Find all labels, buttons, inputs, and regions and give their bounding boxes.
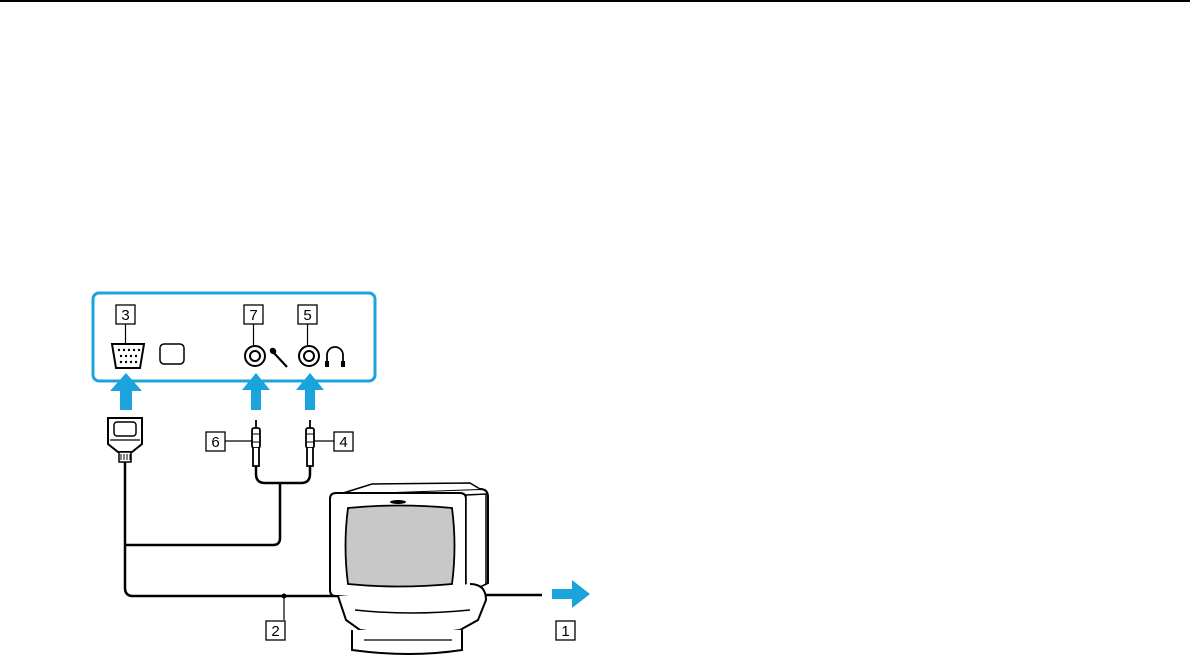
- callout-1: 1: [556, 621, 575, 640]
- arrow-headphone-up: [296, 373, 324, 410]
- microphone-icon: [268, 346, 287, 367]
- svg-text:1: 1: [561, 623, 569, 640]
- headphones-icon: [325, 347, 345, 367]
- callout-7: 7: [244, 305, 263, 324]
- headphone-jack-icon: [299, 346, 319, 366]
- callout-4: 4: [334, 432, 353, 451]
- crt-monitor-icon: [330, 483, 488, 654]
- monitor-symbol-icon: [160, 344, 184, 364]
- callout-5: 5: [298, 305, 317, 324]
- mic-jack-icon: [245, 346, 265, 366]
- arrow-mic-up: [242, 373, 270, 410]
- vga-cable: [125, 462, 345, 596]
- svg-text:3: 3: [121, 307, 129, 324]
- arrow-vga-up: [110, 373, 142, 410]
- audio-plug-mic: [252, 420, 260, 466]
- arrow-power-right: [552, 580, 590, 608]
- callout-2: 2: [266, 621, 285, 640]
- svg-text:5: 5: [303, 307, 311, 324]
- svg-text:4: 4: [339, 434, 347, 451]
- audio-cable: [125, 483, 280, 545]
- vga-port-icon: [112, 344, 144, 368]
- svg-text:7: 7: [249, 307, 257, 324]
- svg-text:2: 2: [271, 623, 279, 640]
- callout-3: 3: [116, 305, 135, 324]
- vga-plug-icon: [108, 418, 142, 462]
- svg-text:6: 6: [211, 434, 219, 451]
- audio-y-cable: [256, 466, 310, 483]
- callout-6: 6: [206, 432, 225, 451]
- audio-plug-headphone: [306, 420, 314, 466]
